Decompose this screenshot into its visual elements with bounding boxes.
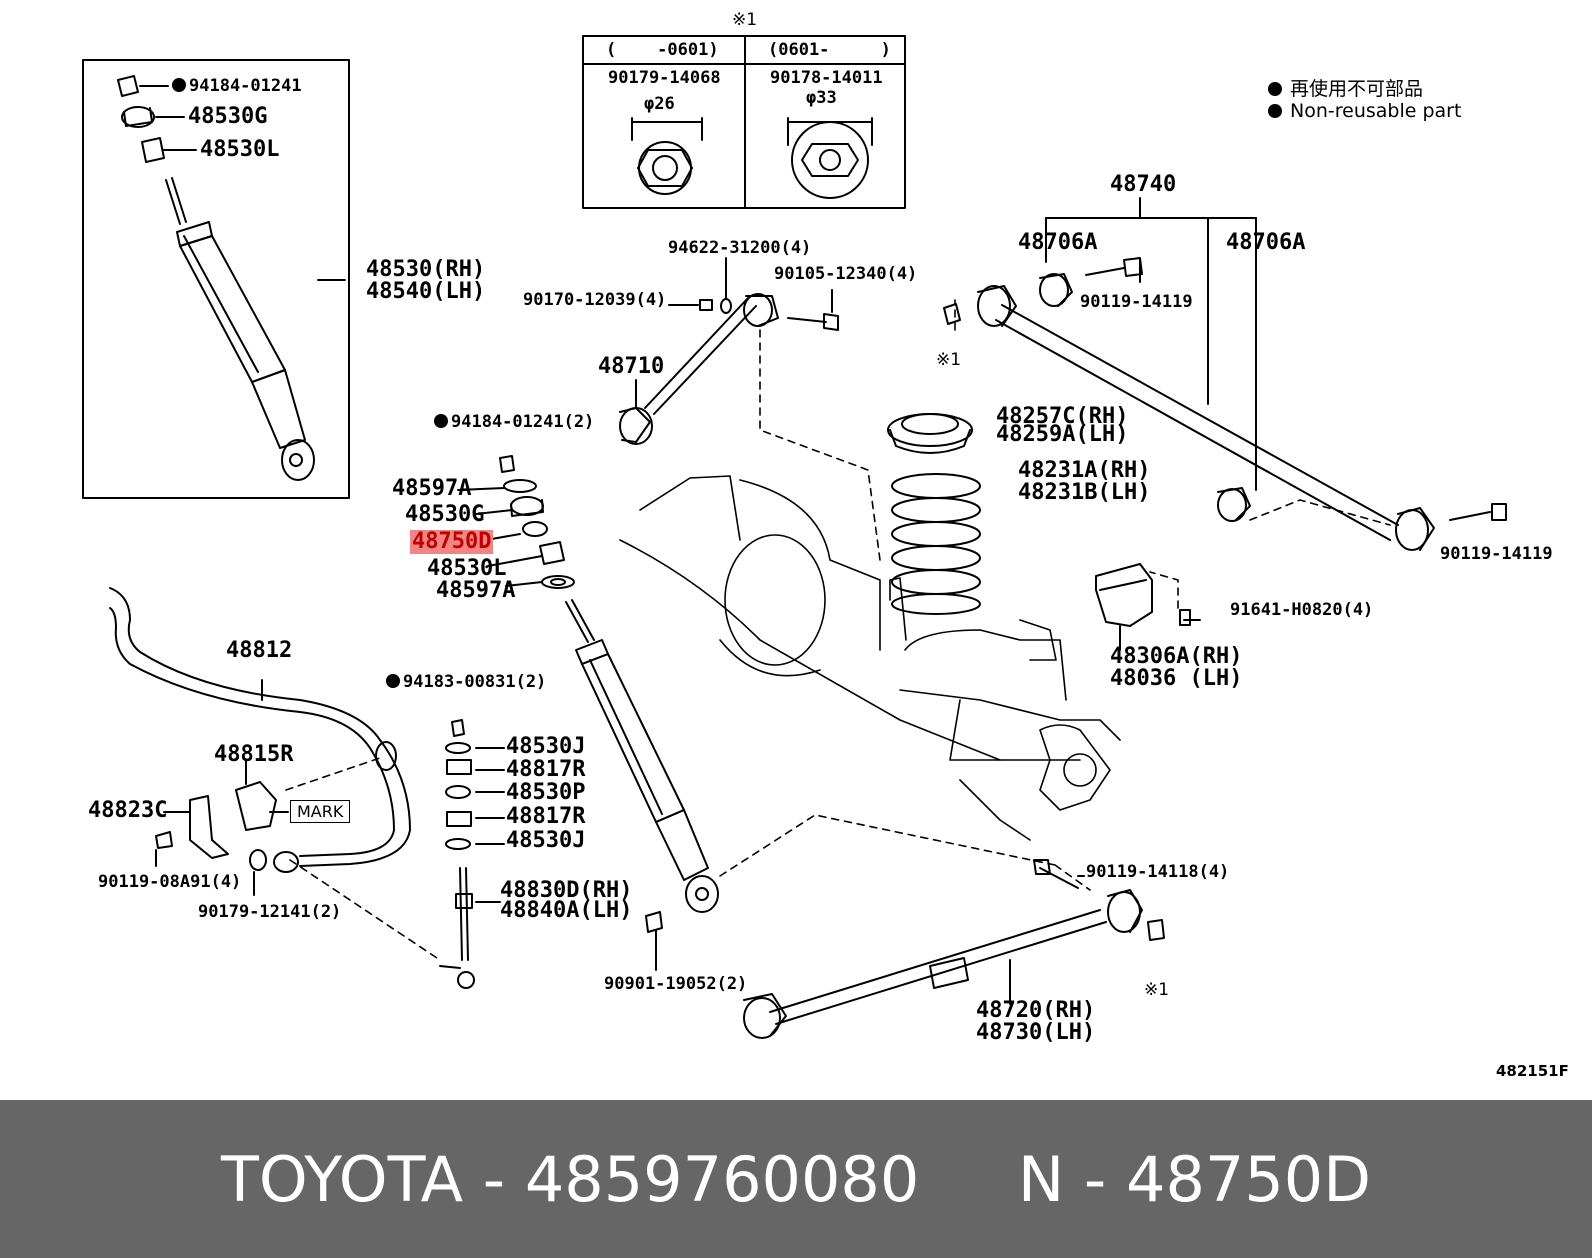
diagram-drawing [82, 35, 1507, 1039]
label-48706A-right: 48706A [1226, 230, 1306, 255]
label-90119-14119-a: 90119-14119 [1080, 292, 1193, 312]
table-col2-part: 90178-14011 [770, 68, 883, 88]
lateral-rod [619, 257, 839, 445]
label-48840A: 48840A(LH) [500, 898, 633, 923]
mark-callout: MARK [290, 800, 351, 823]
label-48730: 48730(LH) [976, 1020, 1096, 1045]
label-48817R-b: 48817R [506, 804, 586, 829]
stabilizer-bar [109, 587, 411, 873]
lower-control-arm [645, 859, 1165, 1039]
label-48530J-b: 48530J [506, 828, 586, 853]
label-48740: 48740 [1110, 172, 1177, 197]
legend-jp: 再使用不可部品 [1268, 74, 1423, 101]
label-48530L-mid: 48530L [427, 556, 507, 581]
label-90901: 90901-19052(2) [604, 974, 748, 994]
footer-bar: TOYOTA - 4859760080 N - 48750D [0, 1100, 1592, 1258]
table-col2-diameter: φ33 [806, 88, 837, 108]
footer-part-number: TOYOTA - 4859760080 N - 48750D [221, 1142, 1371, 1216]
guide-lines [285, 299, 1391, 961]
label-48706A-left: 48706A [1018, 230, 1098, 255]
nut-table [582, 35, 906, 209]
label-48036: 48036 (LH) [1110, 666, 1243, 691]
label-90105: 90105-12340(4) [774, 264, 918, 284]
label-48597A-b: 48597A [436, 578, 516, 603]
bullet-icon [1268, 82, 1282, 96]
shock-absorber-main [565, 599, 719, 913]
label-48597A-a: 48597A [392, 476, 472, 501]
label-48815R: 48815R [214, 742, 294, 767]
bracket [1095, 563, 1201, 651]
label-94622: 94622-31200(4) [668, 238, 812, 258]
label-note1-b: ※1 [1144, 980, 1170, 1000]
label-48530G-top: 48530G [188, 104, 268, 129]
axle-housing [619, 475, 1121, 841]
label-48812: 48812 [226, 638, 293, 663]
shock-absorber-detail [165, 177, 315, 481]
label-48530G-mid: 48530G [405, 502, 485, 527]
label-90119-14119-b: 90119-14119 [1440, 544, 1553, 564]
label-48257C: 48257C(RH) [996, 404, 1129, 429]
label-48530L-top: 48530L [200, 137, 280, 162]
bushing-bracket [155, 759, 289, 896]
label-48259A: 48259A(LH) [996, 422, 1129, 447]
label-48530J-a: 48530J [506, 734, 586, 759]
reference-code: 482151F [1496, 1062, 1569, 1080]
legend-en: Non-reusable part [1268, 100, 1461, 122]
coil-spring [887, 413, 981, 615]
label-48830D: 48830D(RH) [500, 878, 633, 903]
bullet-icon [1268, 104, 1282, 118]
parts-diagram: ※1 ( -0601) (0601- ) 90179-14068 90178-1… [0, 0, 1592, 1100]
label-91641: 91641-H0820(4) [1230, 600, 1374, 620]
table-col1-diameter: φ26 [644, 94, 675, 114]
shock-detail-box [82, 59, 350, 499]
table-col1-header: ( -0601) [606, 40, 719, 60]
label-48710: 48710 [598, 354, 665, 379]
note-symbol: ※1 [732, 10, 758, 30]
label-48823C: 48823C [88, 798, 168, 823]
label-48540LH: 48540(LH) [366, 279, 486, 304]
table-col1-part: 90179-14068 [608, 68, 721, 88]
label-90119-14118: 90119-14118(4) [1086, 862, 1230, 882]
upper-control-arm [943, 197, 1507, 551]
label-48530RH: 48530(RH) [366, 257, 486, 282]
label-48231B: 48231B(LH) [1018, 480, 1151, 505]
label-48817R-a: 48817R [506, 757, 586, 782]
label-94183: 94183-00831(2) [386, 674, 546, 691]
label-48530P: 48530P [506, 780, 586, 805]
label-48231A: 48231A(RH) [1018, 458, 1151, 483]
table-col2-header: (0601- ) [768, 40, 891, 60]
shock-mount-parts [441, 421, 575, 589]
stabilizer-link [439, 719, 505, 989]
label-90170: 90170-12039(4) [523, 290, 667, 310]
label-94184-mid: 94184-01241(2) [434, 414, 594, 431]
label-48720: 48720(RH) [976, 998, 1096, 1023]
label-90179-12141: 90179-12141(2) [198, 902, 342, 922]
label-90119-08A91: 90119-08A91(4) [98, 872, 242, 892]
label-48306A: 48306A(RH) [1110, 644, 1243, 669]
label-94184-top: 94184-01241 [172, 78, 302, 95]
label-48750D-highlighted: 48750D [410, 529, 494, 554]
detail-top-parts [117, 75, 346, 281]
label-note1-a: ※1 [936, 350, 962, 370]
